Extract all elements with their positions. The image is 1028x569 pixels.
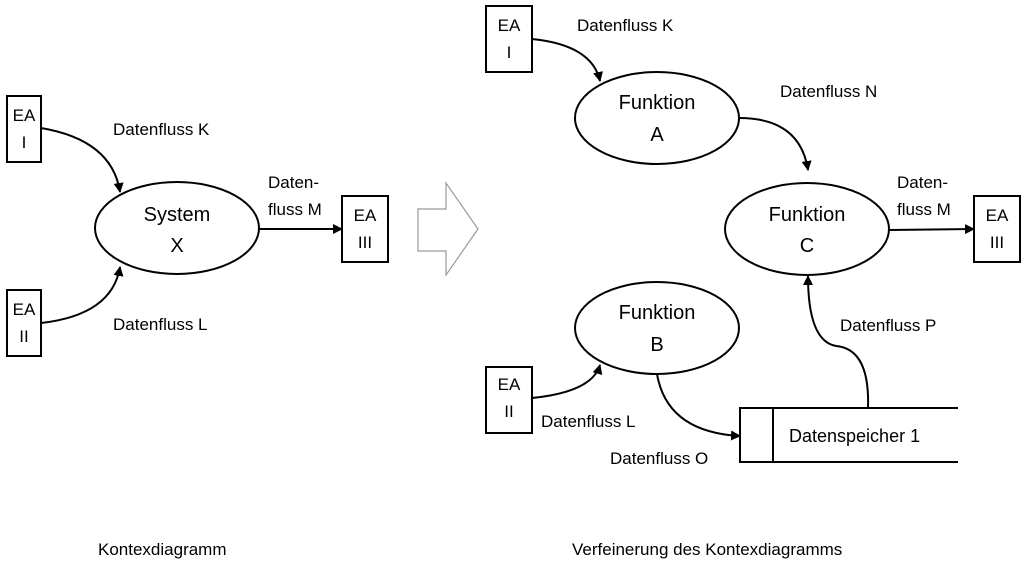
- svg-text:II: II: [504, 402, 513, 421]
- right-function-b: Funktion B: [574, 281, 740, 375]
- svg-text:Funktion: Funktion: [619, 92, 696, 114]
- right-entity-ea-i: EA I: [485, 5, 533, 73]
- right-flow-l-arrow: [531, 364, 603, 399]
- right-entity-ea-ii: EA II: [485, 366, 533, 434]
- svg-text:System: System: [144, 204, 211, 226]
- svg-text:EA: EA: [498, 375, 521, 394]
- right-flow-p-arrow: [803, 275, 870, 409]
- left-flow-l-label: Datenfluss L: [113, 315, 208, 334]
- right-function-c: Funktion C: [724, 182, 890, 276]
- left-entity-ea-iii: EA III: [341, 195, 389, 263]
- left-flow-l-arrow: [40, 266, 124, 324]
- right-flow-p-label: Datenfluss P: [840, 316, 936, 335]
- right-function-a: Funktion A: [574, 71, 740, 165]
- right-caption: Verfeinerung des Kontexdiagramms: [572, 540, 842, 559]
- right-flow-k-label: Datenfluss K: [577, 16, 674, 35]
- left-flow-m-label-2: fluss M: [268, 200, 322, 219]
- left-system-x: System X: [94, 181, 260, 275]
- left-entity-ea-i: EA I: [6, 95, 42, 163]
- svg-text:EA: EA: [13, 106, 36, 125]
- right-flow-n-arrow: [738, 117, 812, 171]
- svg-text:Funktion: Funktion: [769, 204, 846, 226]
- svg-text:C: C: [800, 235, 814, 257]
- left-flow-m-label-1: Daten-: [268, 173, 319, 192]
- svg-text:EA: EA: [498, 16, 521, 35]
- right-flow-m-label-2: fluss M: [897, 200, 951, 219]
- svg-text:III: III: [358, 233, 372, 252]
- svg-text:X: X: [170, 235, 183, 257]
- refinement-arrow: [417, 181, 479, 277]
- right-flow-n-label: Datenfluss N: [780, 82, 877, 101]
- right-flow-k-arrow: [531, 38, 603, 82]
- left-caption: Kontexdiagramm: [98, 540, 227, 559]
- right-flow-m-label-1: Daten-: [897, 173, 948, 192]
- right-entity-ea-iii: EA III: [973, 195, 1021, 263]
- svg-text:Funktion: Funktion: [619, 302, 696, 324]
- left-flow-k-label: Datenfluss K: [113, 120, 210, 139]
- svg-text:EA: EA: [13, 300, 36, 319]
- right-flow-o-label: Datenfluss O: [610, 449, 708, 468]
- right-flow-l-label: Datenfluss L: [541, 412, 636, 431]
- svg-text:I: I: [22, 133, 27, 152]
- right-flow-m-arrow: [888, 224, 975, 235]
- svg-text:III: III: [990, 233, 1004, 252]
- svg-text:Datenspeicher 1: Datenspeicher 1: [789, 426, 920, 446]
- left-entity-ea-ii: EA II: [6, 289, 42, 357]
- svg-text:I: I: [507, 43, 512, 62]
- svg-text:EA: EA: [986, 206, 1009, 225]
- left-flow-k-arrow: [40, 127, 124, 193]
- svg-text:B: B: [650, 334, 663, 356]
- svg-text:II: II: [19, 327, 28, 346]
- svg-text:EA: EA: [354, 206, 377, 225]
- svg-text:A: A: [650, 124, 664, 146]
- right-data-store-1: Datenspeicher 1: [739, 407, 958, 463]
- right-flow-o-arrow: [656, 373, 741, 441]
